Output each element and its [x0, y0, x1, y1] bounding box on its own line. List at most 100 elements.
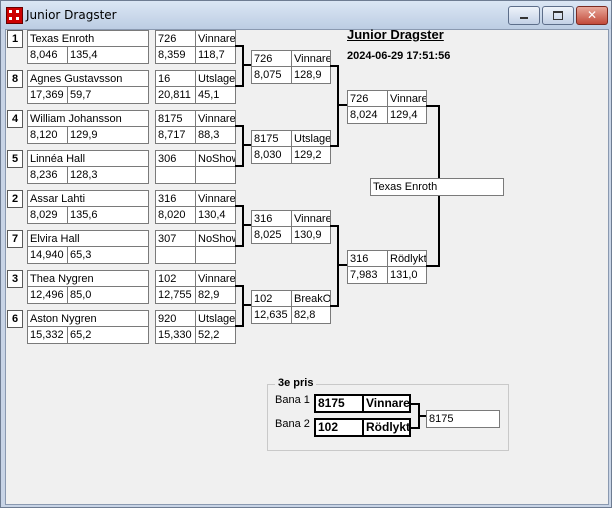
- speed-field[interactable]: 82,8: [291, 306, 331, 324]
- connector-line: [438, 195, 440, 267]
- speed2-field[interactable]: 118,7: [195, 46, 236, 64]
- speed-field[interactable]: 129,9: [67, 126, 149, 144]
- seed-badge: 8: [7, 70, 23, 88]
- speed2-field[interactable]: 52,2: [195, 326, 236, 344]
- seed-badge: 7: [7, 230, 23, 248]
- speed-field[interactable]: 129,4: [387, 106, 427, 124]
- et-field[interactable]: 8,120: [27, 126, 68, 144]
- third-lane2-result-field[interactable]: Rödlykta: [362, 418, 411, 437]
- third-place-label: 3e pris: [275, 377, 317, 389]
- time-field[interactable]: 12,635: [251, 306, 292, 324]
- connector-line: [242, 285, 244, 327]
- third-lane1-qual-field[interactable]: 8175: [314, 394, 364, 413]
- time-field[interactable]: 20,811: [155, 86, 196, 104]
- speed-field[interactable]: 65,2: [67, 326, 149, 344]
- time-field[interactable]: 8,359: [155, 46, 196, 64]
- driver-name-field[interactable]: Assar Lahti: [27, 190, 149, 208]
- result-field[interactable]: Utslagen: [195, 70, 236, 88]
- connector-line: [235, 205, 244, 207]
- maximize-button[interactable]: [542, 6, 574, 25]
- speed2-field[interactable]: 88,3: [195, 126, 236, 144]
- driver-name-field[interactable]: Aston Nygren: [27, 310, 149, 328]
- speed-field[interactable]: 128,3: [67, 166, 149, 184]
- time-field[interactable]: 8,030: [251, 146, 292, 164]
- speed-field[interactable]: 65,3: [67, 246, 149, 264]
- et-field[interactable]: 17,369: [27, 86, 68, 104]
- connector-line: [242, 144, 251, 146]
- speed-field[interactable]: 85,0: [67, 286, 149, 304]
- time-field[interactable]: 8,024: [347, 106, 388, 124]
- driver-name-field[interactable]: Thea Nygren: [27, 270, 149, 288]
- connector-line: [410, 427, 420, 429]
- connector-line: [426, 105, 440, 107]
- et-field[interactable]: 8,029: [27, 206, 68, 224]
- time-field[interactable]: 7,983: [347, 266, 388, 284]
- time-field[interactable]: 8,020: [155, 206, 196, 224]
- third-lane2-qual-field[interactable]: 102: [314, 418, 364, 437]
- connector-line: [235, 45, 244, 47]
- connector-line: [235, 325, 244, 327]
- driver-name-field[interactable]: William Johansson: [27, 110, 149, 128]
- maximize-icon: [553, 11, 563, 20]
- time-field[interactable]: 12,755: [155, 286, 196, 304]
- connector-line: [330, 145, 339, 147]
- speed-field[interactable]: 130,9: [291, 226, 331, 244]
- connector-line: [242, 224, 251, 226]
- minimize-icon: [520, 17, 528, 19]
- connector-line: [242, 45, 244, 87]
- result-field[interactable]: Utslagen: [291, 130, 331, 148]
- speed2-field[interactable]: 130,4: [195, 206, 236, 224]
- time-field[interactable]: 8,717: [155, 126, 196, 144]
- champion-field[interactable]: Texas Enroth: [370, 178, 504, 196]
- speed-field[interactable]: 129,2: [291, 146, 331, 164]
- connector-line: [418, 415, 426, 417]
- seed-badge: 1: [7, 30, 23, 48]
- connector-line: [330, 65, 339, 67]
- time-field[interactable]: 15,330: [155, 326, 196, 344]
- speed-field[interactable]: 131,0: [387, 266, 427, 284]
- connector-line: [235, 165, 244, 167]
- connector-line: [242, 64, 251, 66]
- seed-badge: 4: [7, 110, 23, 128]
- time-field[interactable]: [155, 246, 196, 264]
- title-bar: Junior Dragster ✕: [1, 1, 611, 29]
- lane2-label: Bana 2: [275, 418, 310, 430]
- et-field[interactable]: 8,236: [27, 166, 68, 184]
- connector-line: [337, 264, 347, 266]
- close-icon: ✕: [586, 8, 598, 22]
- connector-line: [235, 85, 244, 87]
- et-field[interactable]: 15,332: [27, 326, 68, 344]
- speed-field[interactable]: 135,6: [67, 206, 149, 224]
- time-field[interactable]: [155, 166, 196, 184]
- minimize-button[interactable]: [508, 6, 540, 25]
- speed-field[interactable]: 59,7: [67, 86, 149, 104]
- speed2-field[interactable]: [195, 166, 236, 184]
- qual-field[interactable]: 726: [251, 50, 292, 68]
- seed-badge: 2: [7, 190, 23, 208]
- result-field[interactable]: Rödlykta: [387, 250, 427, 268]
- connector-line: [337, 104, 347, 106]
- page-title: Junior Dragster: [347, 27, 444, 42]
- connector-line: [242, 125, 244, 167]
- speed2-field[interactable]: 82,9: [195, 286, 236, 304]
- third-winner-field[interactable]: 8175: [426, 410, 500, 428]
- et-field[interactable]: 14,940: [27, 246, 68, 264]
- speed2-field[interactable]: [195, 246, 236, 264]
- close-button[interactable]: ✕: [576, 6, 608, 25]
- result-field[interactable]: NoShow: [195, 230, 236, 248]
- speed-field[interactable]: 128,9: [291, 66, 331, 84]
- time-field[interactable]: 8,075: [251, 66, 292, 84]
- et-field[interactable]: 8,046: [27, 46, 68, 64]
- connector-line: [410, 403, 420, 405]
- third-lane1-result-field[interactable]: Vinnare: [362, 394, 411, 413]
- result-field[interactable]: Vinnare: [387, 90, 427, 108]
- time-field[interactable]: 8,025: [251, 226, 292, 244]
- connector-line: [438, 105, 440, 179]
- et-field[interactable]: 12,496: [27, 286, 68, 304]
- speed2-field[interactable]: 45,1: [195, 86, 236, 104]
- connector-line: [242, 304, 251, 306]
- seed-badge: 5: [7, 150, 23, 168]
- third-place-group: [267, 384, 509, 451]
- speed-field[interactable]: 135,4: [67, 46, 149, 64]
